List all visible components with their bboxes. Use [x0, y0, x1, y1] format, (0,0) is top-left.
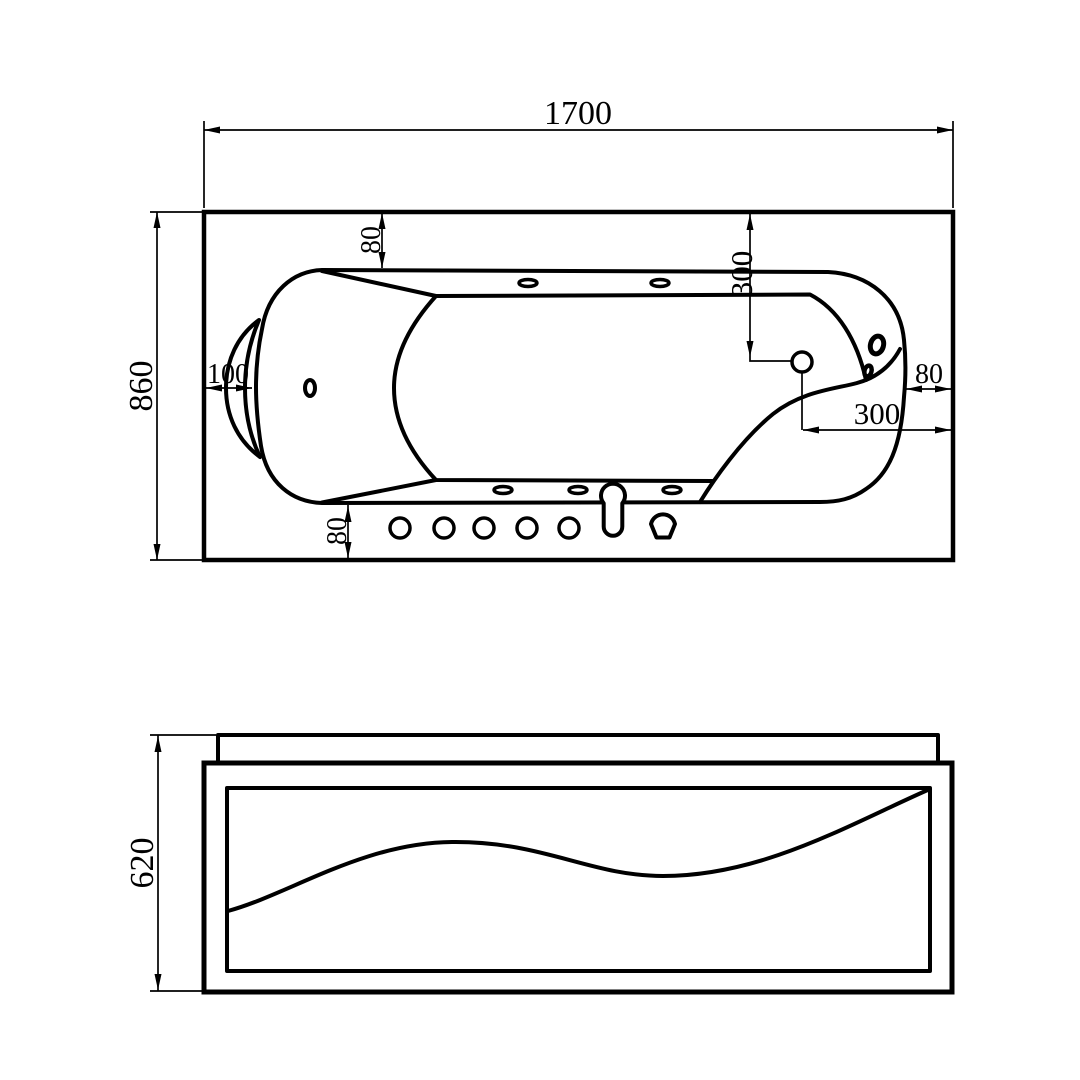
rim-transition-bottom	[320, 478, 438, 505]
arrowhead-right	[935, 385, 951, 393]
seat-jet-large	[867, 333, 887, 357]
headrest-pillow	[224, 318, 262, 459]
control-button	[515, 516, 539, 540]
dim-rim-bottom-label: 80	[322, 517, 353, 545]
apron-body	[201, 760, 955, 995]
arrowhead-down	[153, 544, 161, 560]
dim-faucet-from-top: 300	[724, 213, 791, 362]
dimension-line	[749, 213, 791, 362]
top-view: 1700 860	[123, 95, 956, 563]
control-button	[557, 516, 581, 540]
tub-outer-rim	[254, 268, 908, 505]
water-jet	[649, 277, 671, 289]
arrowhead-down	[378, 252, 386, 268]
arrowhead-up	[746, 214, 754, 230]
control-button	[388, 516, 412, 540]
arrowhead-left	[204, 126, 220, 134]
apron-wave	[226, 787, 932, 913]
water-jet	[567, 484, 589, 496]
keyhole-slot	[599, 481, 627, 538]
overflow-hole	[303, 378, 317, 398]
dim-height: 620	[124, 734, 216, 992]
arrowhead-left	[906, 385, 922, 393]
arrowhead-right	[937, 126, 953, 134]
faucet-hole	[790, 350, 814, 374]
arrowhead-up	[344, 506, 352, 522]
dim-height-label: 620	[124, 838, 161, 889]
apron-panel	[225, 786, 932, 973]
seat-curve	[698, 347, 902, 504]
arrowhead-up	[378, 213, 386, 229]
deck-outline	[201, 209, 956, 563]
rim-transition-top	[320, 269, 438, 298]
dim-headrest: 100	[206, 359, 252, 392]
dim-faucet-from-top-label: 300	[724, 251, 759, 298]
dim-rim-right-label: 80	[915, 359, 943, 390]
arrowhead-right	[236, 384, 252, 392]
front-view: 620	[124, 733, 955, 995]
dim-overall-length-label: 1700	[544, 95, 612, 132]
dim-overall-width-label: 860	[123, 361, 160, 412]
rim-lip	[216, 733, 940, 765]
water-jet	[517, 277, 539, 289]
arrowhead-left	[206, 384, 222, 392]
arrowhead-up	[154, 736, 162, 752]
arrowhead-down	[154, 974, 162, 990]
dim-rim-top-label: 80	[356, 226, 387, 254]
seat-jet-small	[862, 363, 874, 379]
arrowhead-up	[153, 212, 161, 228]
arrowhead-right	[935, 426, 951, 434]
dim-overall-length: 1700	[203, 95, 954, 208]
dim-headrest-label: 100	[207, 359, 249, 390]
water-jet	[661, 484, 683, 496]
dim-faucet-from-right: 300	[801, 373, 951, 434]
dim-overall-width: 860	[123, 211, 202, 561]
control-button	[472, 516, 496, 540]
arrowhead-down	[344, 542, 352, 558]
dim-rim-top: 80	[356, 212, 387, 268]
arrowhead-down	[746, 341, 754, 357]
tub-inner-basin	[392, 292, 868, 483]
control-button	[432, 516, 456, 540]
drain-knob	[649, 512, 677, 540]
arrowhead-left	[803, 426, 819, 434]
water-jet	[492, 484, 514, 496]
dim-rim-right: 80	[906, 359, 951, 393]
dim-rim-bottom: 80	[322, 505, 353, 558]
dim-faucet-from-right-label: 300	[854, 396, 901, 431]
